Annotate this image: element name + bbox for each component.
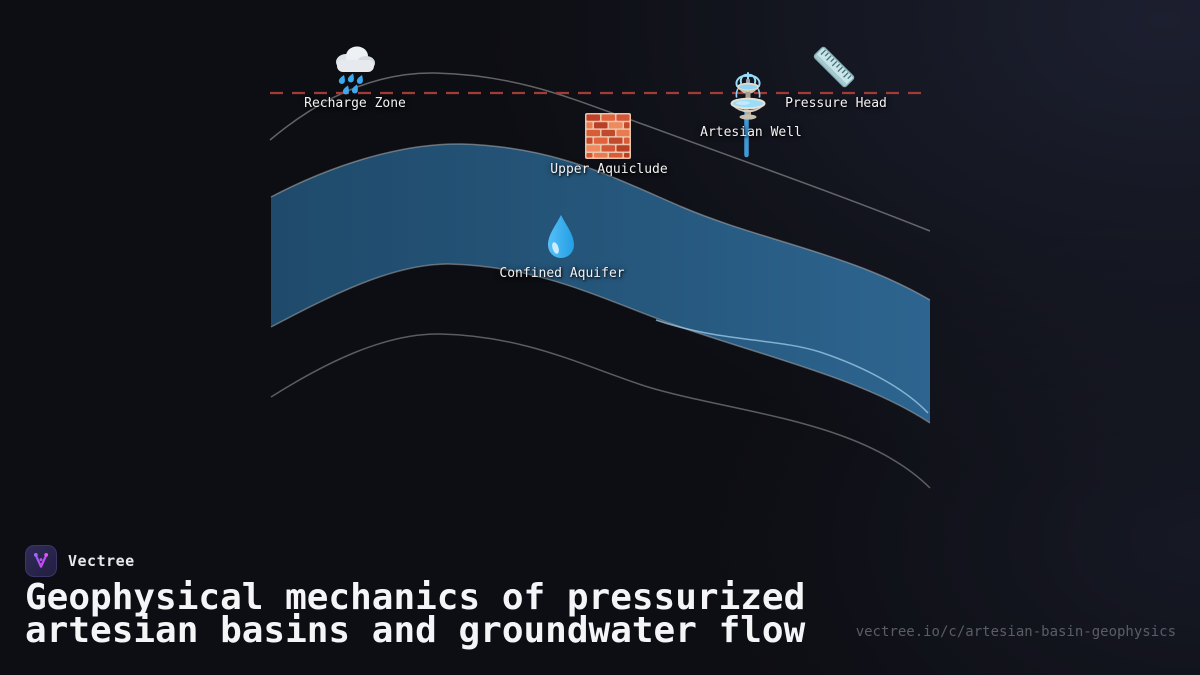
page-title: Geophysical mechanics of pressurized art… [25, 577, 806, 651]
ground-surface-line [269, 72, 931, 232]
brand-name: Vectree [68, 552, 135, 570]
water-droplet-icon [544, 212, 578, 264]
page-title-line1: Geophysical mechanics of pressurized [25, 577, 806, 618]
fountain-icon [724, 70, 772, 120]
label-upper-aquiclude: Upper Aquiclude [550, 162, 668, 177]
label-pressure-head: Pressure Head [785, 96, 887, 111]
label-recharge-zone: Recharge Zone [304, 96, 406, 111]
brick-wall-icon [585, 113, 631, 159]
ruler-icon [809, 42, 859, 92]
label-confined-aquifer: Confined Aquifer [499, 266, 625, 281]
aquifer-bottom-edge [270, 263, 931, 424]
groundwater-flow-line [655, 319, 929, 414]
vectree-logo [25, 545, 57, 577]
rain-cloud-icon [330, 42, 378, 96]
lower-strata-line [270, 333, 931, 489]
vectree-logo-icon [33, 553, 49, 568]
aquifer-top-edge [270, 143, 931, 301]
confined-aquifer-band [271, 143, 930, 423]
page-url: vectree.io/c/artesian-basin-geophysics [855, 624, 1176, 640]
label-artesian-well: Artesian Well [700, 125, 802, 140]
page-title-line2: artesian basins and groundwater flow [25, 610, 806, 651]
